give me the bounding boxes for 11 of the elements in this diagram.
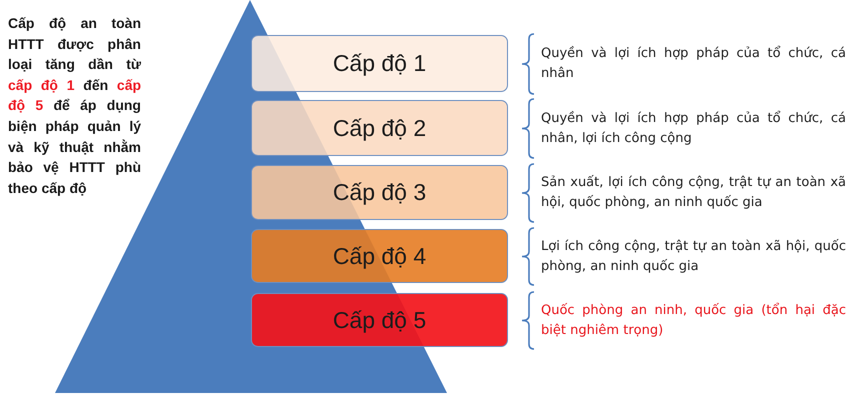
note-paragraph: Cấp độ an toàn HTTT được phân loại tăng dần từ cấp độ 1 đến cấp độ 5 để áp dụng biện pháp quản lý và kỹ thuật nhằm bảo vệ HTTT phù theo cấp độ (8, 14, 141, 198)
description-text: Quốc phòng an ninh, quốc gia (tổn hại đặc biệt nghiêm trọng) (541, 302, 846, 340)
description-text: Lợi ích công cộng, trật tự an toàn xã hội, quốc phòng, an ninh quốc gia (541, 238, 846, 276)
level-band: Cấp độ 2 (251, 100, 508, 156)
level-band: Cấp độ 4 (251, 229, 508, 283)
level-band: Cấp độ 3 (251, 165, 508, 220)
description-text: Sản xuất, lợi ích công cộng, trật tự an toàn xã hội, quốc phòng, an ninh quốc gia (541, 174, 846, 212)
level-band: Cấp độ 1 (251, 35, 508, 92)
description-text: Quyền và lợi ích hợp pháp của tổ chức, cá nhân (541, 44, 846, 83)
description-text: Quyền và lợi ích hợp pháp của tổ chức, cá nhân, lợi ích công cộng (541, 110, 846, 148)
level-band: Cấp độ 5 (251, 293, 508, 347)
